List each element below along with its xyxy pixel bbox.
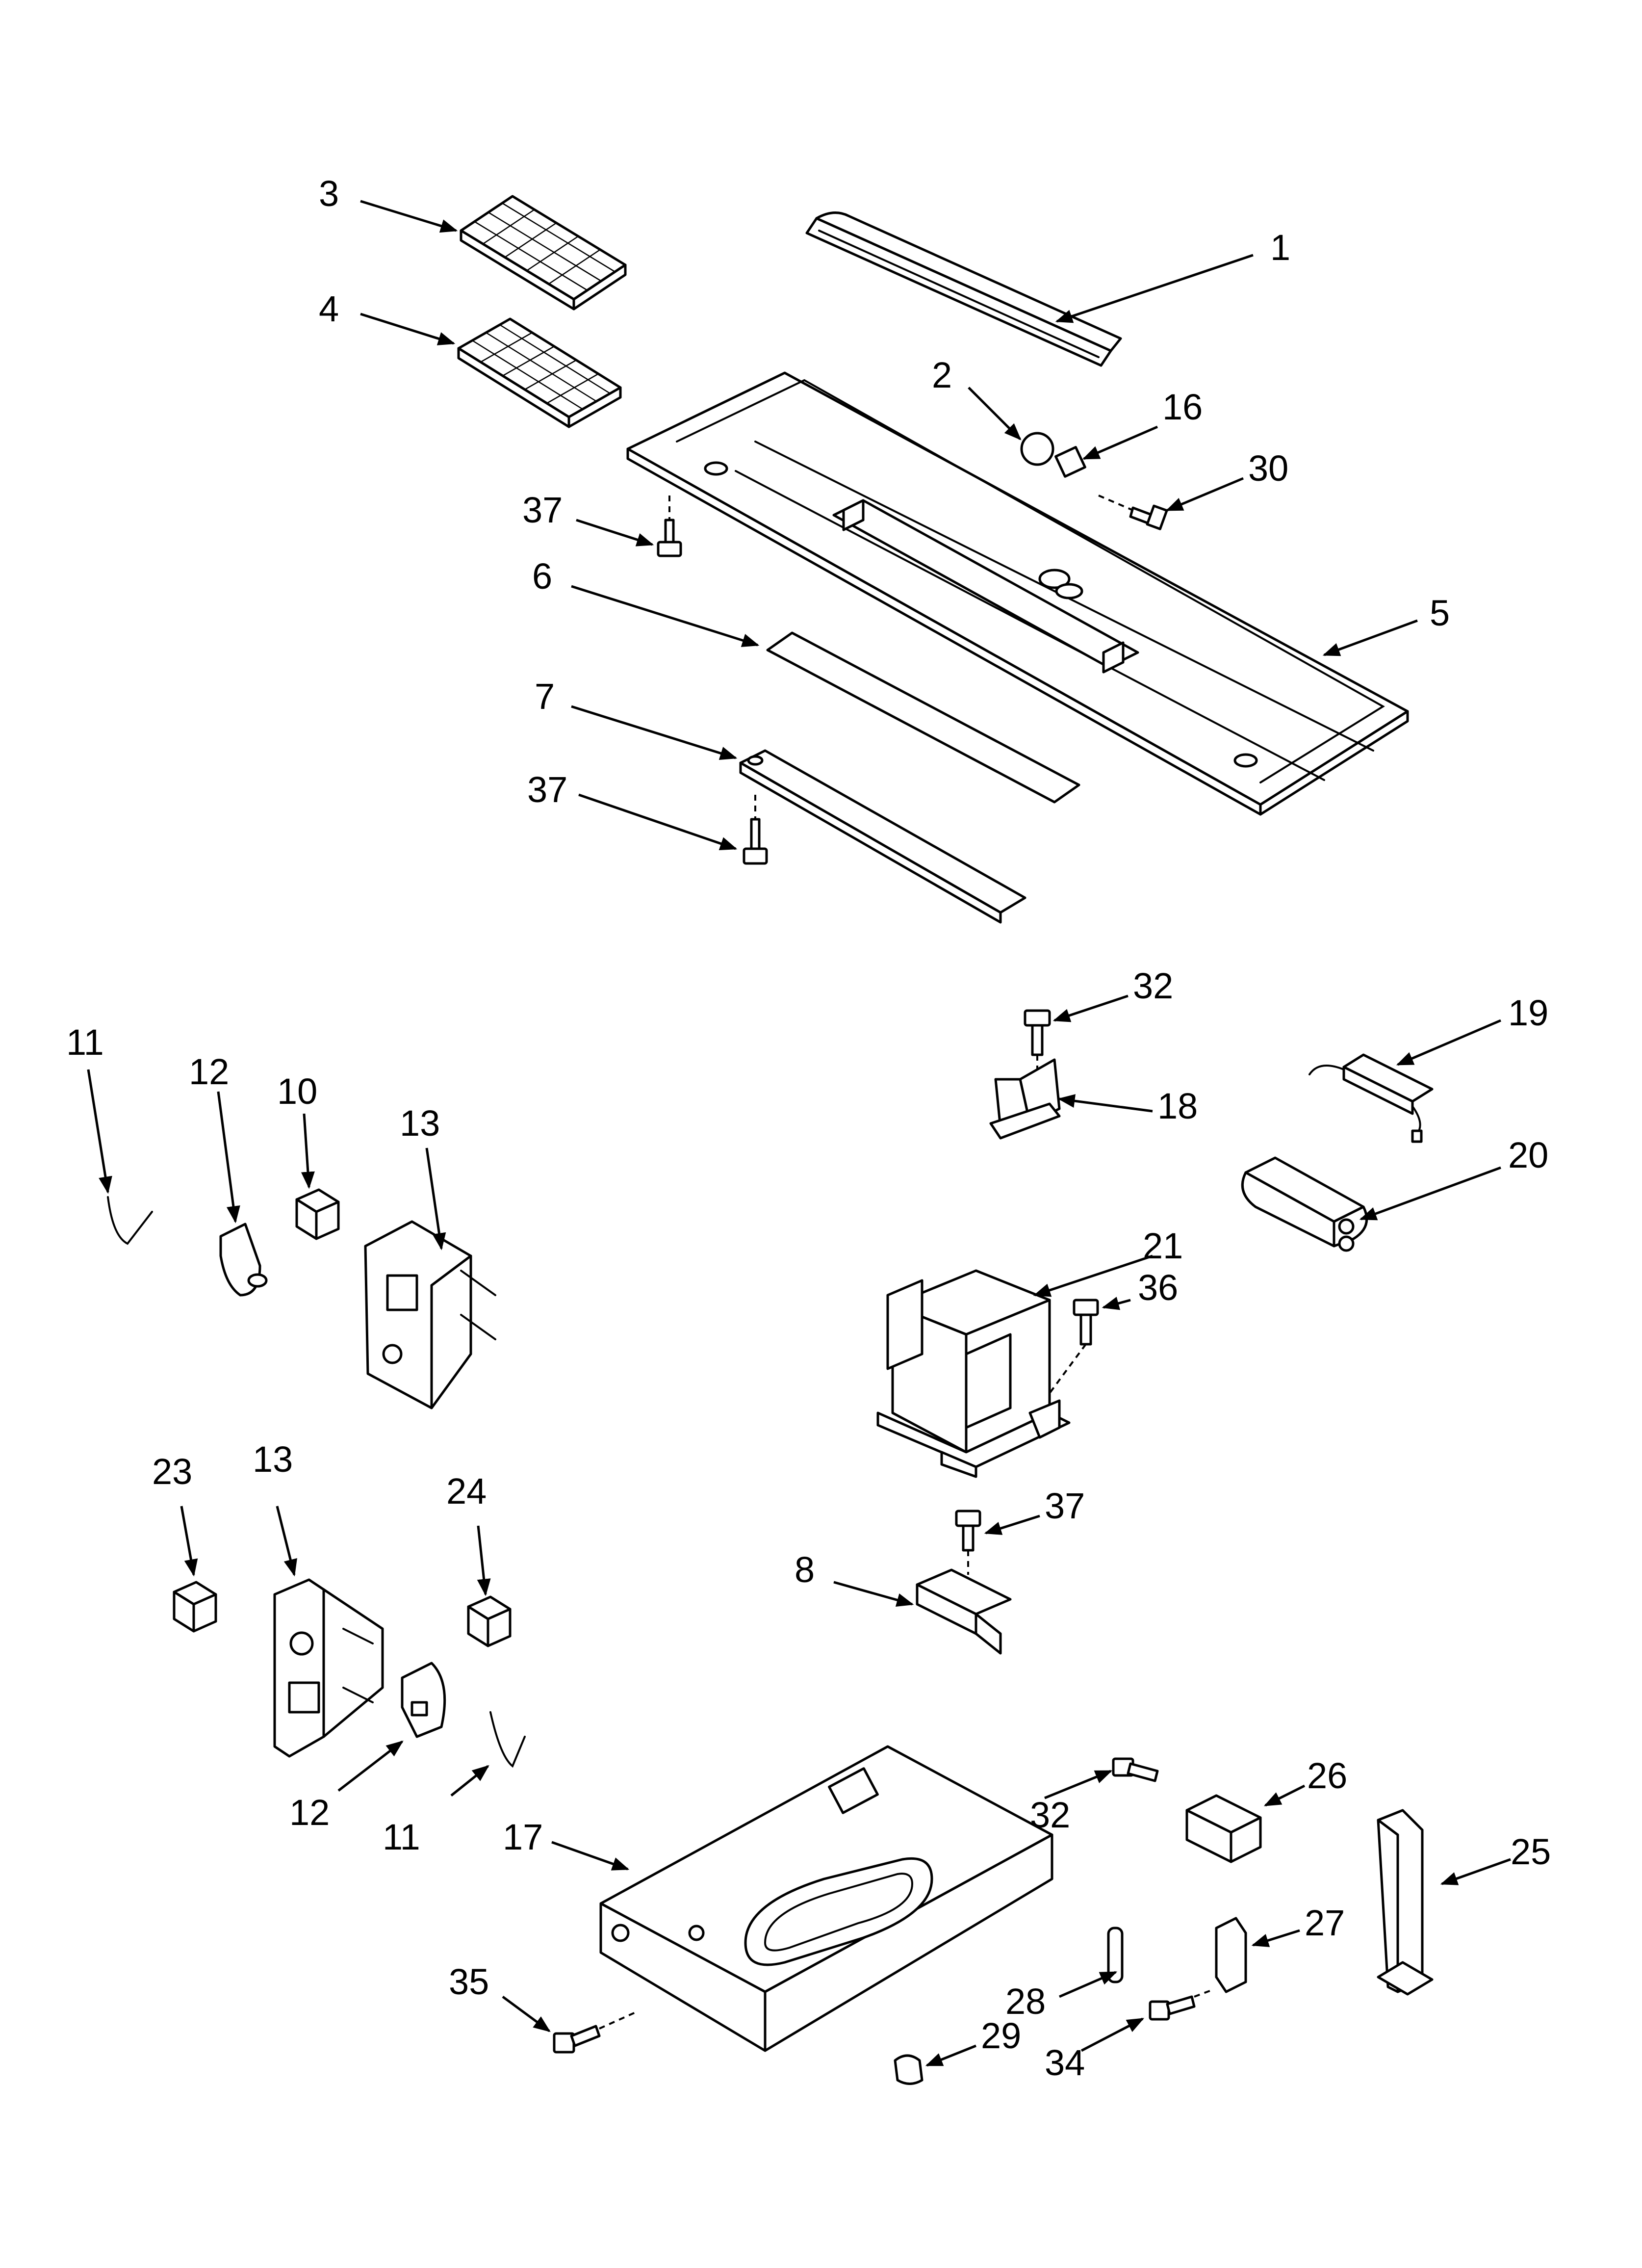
- callout-32b: 32: [1030, 1795, 1070, 1835]
- part-10-switch: [295, 1188, 340, 1240]
- part-36-screw: [1049, 1299, 1099, 1394]
- part-4-charcoal-filter: [457, 317, 622, 428]
- part-37-screw-c: [955, 1510, 981, 1575]
- callout-13b: 13: [253, 1439, 293, 1480]
- callout-16: 16: [1162, 387, 1203, 427]
- callout-18: 18: [1157, 1086, 1198, 1126]
- part-32-screw-a: [1024, 1009, 1051, 1089]
- callout-27: 27: [1305, 1903, 1345, 1943]
- callout-labels: 1 2 3 4 5 6 7 8 10 11 11 12 12 13 13 16 …: [66, 173, 1551, 2083]
- part-19-hv-diode: [1308, 1053, 1434, 1143]
- part-25-bracket: [1377, 1809, 1434, 1996]
- callout-26: 26: [1307, 1755, 1347, 1796]
- callout-10: 10: [277, 1071, 317, 1112]
- part-13-latch-bracket-b: [273, 1578, 384, 1758]
- part-21-transformer: [876, 1269, 1071, 1478]
- part-26-relay: [1185, 1794, 1262, 1863]
- callout-25: 25: [1511, 1831, 1551, 1872]
- callout-11b: 11: [383, 1817, 420, 1857]
- callout-17: 17: [503, 1817, 543, 1857]
- callout-37c: 37: [1045, 1486, 1085, 1526]
- callout-13a: 13: [400, 1103, 440, 1144]
- part-11-spring-a: [107, 1196, 153, 1245]
- part-12-lever-a: [219, 1223, 268, 1297]
- callout-3: 3: [319, 173, 339, 214]
- callout-8: 8: [795, 1549, 815, 1590]
- callout-35: 35: [449, 1961, 489, 2002]
- callout-32a: 32: [1133, 965, 1173, 1006]
- callout-1: 1: [1270, 227, 1290, 268]
- part-30-screw: [1098, 495, 1168, 530]
- callout-36: 36: [1138, 1267, 1178, 1308]
- part-24-switch: [467, 1595, 512, 1647]
- part-35-screw: [553, 2010, 638, 2054]
- part-37-screw-a: [657, 495, 682, 557]
- part-11-spring-b: [489, 1711, 526, 1768]
- part-5-bottom-plate: [626, 371, 1409, 816]
- part-20-hv-capacitor: [1241, 1156, 1368, 1252]
- part-1-vent-cover: [805, 211, 1122, 367]
- callout-21: 21: [1143, 1225, 1183, 1266]
- callout-12b: 12: [289, 1792, 330, 1833]
- callout-11a: 11: [66, 1022, 104, 1063]
- part-32-screw-b: [1112, 1757, 1159, 1782]
- part-27-fuse-clip: [1215, 1917, 1247, 1993]
- part-18-bracket: [989, 1058, 1061, 1140]
- part-2-bulb: [1020, 432, 1054, 466]
- callout-4: 4: [319, 288, 339, 329]
- callout-30: 30: [1248, 448, 1288, 489]
- callout-28: 28: [1005, 1981, 1046, 2022]
- part-29-clip: [894, 2054, 924, 2085]
- callout-20: 20: [1508, 1135, 1548, 1175]
- part-13-latch-bracket-a: [364, 1220, 496, 1409]
- part-6-insulation-sheet: [766, 631, 1080, 804]
- part-23-switch: [173, 1581, 217, 1633]
- part-37-screw-b: [743, 795, 768, 865]
- callout-6: 6: [532, 556, 552, 597]
- part-12-lever-b: [401, 1662, 446, 1738]
- part-34-screw: [1149, 1988, 1214, 2021]
- callout-12a: 12: [189, 1051, 229, 1092]
- part-7-mounting-rail: [739, 749, 1026, 924]
- callout-37a: 37: [522, 490, 563, 530]
- callout-29: 29: [981, 2015, 1021, 2056]
- part-3-grease-filter: [460, 195, 627, 311]
- callout-23: 23: [152, 1451, 192, 1492]
- callout-37b: 37: [527, 769, 567, 810]
- callout-24: 24: [446, 1471, 487, 1512]
- leader-lines: [87, 200, 1511, 2067]
- part-16-socket: [1054, 445, 1086, 478]
- callout-5: 5: [1430, 593, 1450, 633]
- callout-2: 2: [932, 355, 952, 395]
- callout-34: 34: [1045, 2042, 1085, 2083]
- callout-7: 7: [535, 676, 555, 717]
- part-17-base-plate: [599, 1745, 1053, 2052]
- part-8-bracket: [916, 1568, 1012, 1655]
- callout-19: 19: [1508, 992, 1548, 1033]
